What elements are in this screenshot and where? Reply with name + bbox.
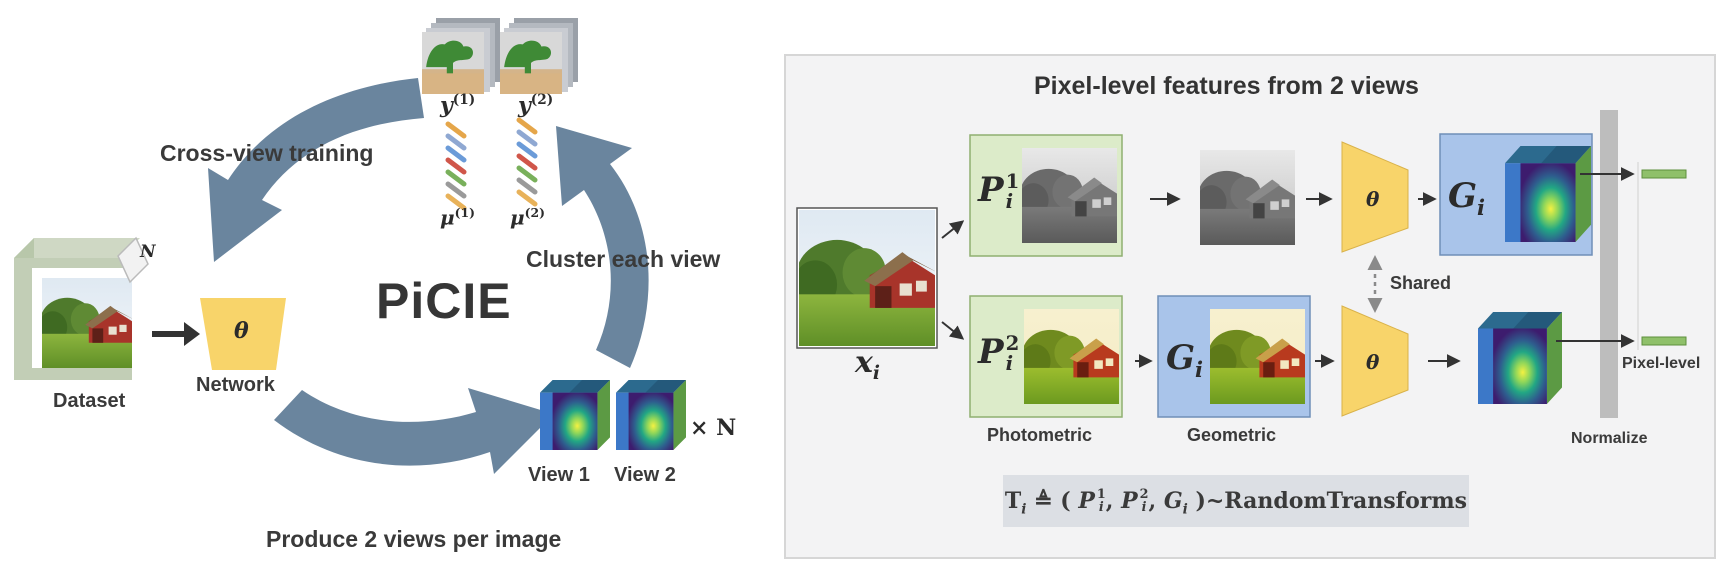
geometric-label: Geometric	[1187, 425, 1277, 445]
p1-gray-image	[1022, 148, 1117, 243]
segmentation-stack-2	[500, 18, 578, 94]
network-label: Network	[196, 374, 275, 396]
y1-label: y(1)	[440, 92, 476, 119]
input-to-p1-arrow	[941, 220, 965, 239]
p2-warm-image	[1024, 309, 1119, 404]
theta-top-label: θ	[1366, 187, 1380, 211]
arrow-produce-views	[274, 388, 554, 474]
segmentation-stack-1	[422, 18, 500, 94]
input-image	[796, 207, 938, 349]
centroid-stick	[516, 153, 538, 171]
centroid-stick	[516, 177, 538, 195]
centroid-sticks-view2	[516, 117, 538, 207]
cross-view-training-label: Cross-view training	[160, 140, 374, 166]
right-panel-title: Pixel-level features from 2 views	[1034, 72, 1419, 100]
arrow-cross-view-training	[208, 78, 424, 262]
theta-top	[1341, 141, 1409, 253]
centroid-stick	[445, 181, 467, 199]
dataset-stack	[14, 236, 149, 380]
bottom-pixel-vector	[1641, 336, 1687, 346]
shared-label: Shared	[1390, 273, 1452, 293]
centroid-stick	[516, 129, 538, 147]
times-n-label: × N	[690, 415, 737, 441]
arrow-cluster-each-view	[556, 126, 649, 368]
centroid-stick	[445, 121, 467, 139]
centroid-stick	[445, 145, 467, 163]
view2-feature-cube	[616, 380, 686, 450]
cluster-each-view-label: Cluster each view	[526, 246, 721, 272]
centroid-stick	[516, 165, 538, 183]
g-mid-label: Gi	[1166, 338, 1204, 382]
centroid-stick	[516, 189, 538, 207]
gray-image	[1200, 150, 1295, 245]
normalize-label: Normalize	[1571, 430, 1648, 447]
centroid-stick	[445, 193, 467, 211]
theta-bottom-label: θ	[1366, 350, 1380, 374]
g-mid-image	[1210, 309, 1305, 404]
g-top-label: Gi	[1448, 176, 1486, 220]
x-label: xi	[855, 345, 880, 384]
pixel-level-label: Pixel-level	[1622, 355, 1701, 372]
centroid-stick	[445, 157, 467, 175]
mu1-label: μ(1)	[440, 205, 475, 230]
theta-bottom	[1341, 305, 1409, 417]
dataset-label: Dataset	[53, 390, 126, 412]
y2-label: y(2)	[518, 92, 554, 119]
centroid-stick	[516, 117, 538, 135]
picie-title: PiCIE	[376, 273, 512, 329]
dataset-n-badge: N	[140, 242, 156, 262]
input-to-p2-arrow	[941, 321, 965, 340]
dataset-to-network-arrowhead	[184, 322, 200, 346]
centroid-stick	[516, 141, 538, 159]
centroid-sticks-view1	[445, 121, 467, 211]
produce-views-label: Produce 2 views per image	[266, 526, 562, 552]
top-pixel-vector	[1641, 169, 1687, 179]
centroid-stick	[445, 133, 467, 151]
view1-label: View 1	[528, 464, 590, 486]
photometric-label: Photometric	[987, 425, 1093, 445]
view2-label: View 2	[614, 464, 676, 486]
network-theta: θ	[234, 318, 249, 344]
normalize-bar	[1600, 110, 1618, 418]
bottom-feature-cube	[1478, 312, 1562, 404]
centroid-stick	[445, 169, 467, 187]
g-top-feature-cube	[1505, 146, 1591, 242]
network-box	[200, 298, 286, 370]
dataset-badge	[117, 236, 149, 284]
view1-feature-cube	[540, 380, 610, 450]
mu2-label: μ(2)	[510, 205, 545, 230]
